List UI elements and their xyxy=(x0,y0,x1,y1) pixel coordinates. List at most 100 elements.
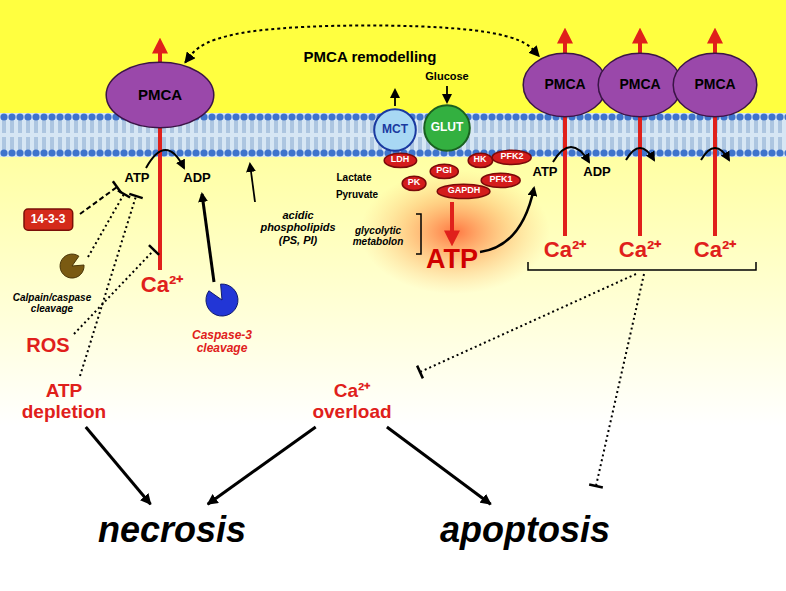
caspase-cleavage-arrow xyxy=(202,194,214,282)
ion-label: Ca²⁺ xyxy=(619,238,661,263)
enzyme-ellipse: LDH xyxy=(383,152,418,169)
node-text: PMCA xyxy=(544,77,585,92)
lipid-label: acidic phospholipids (PS, PI) xyxy=(257,209,339,246)
ellipse-outline xyxy=(374,109,416,151)
node-text: MCT xyxy=(382,123,408,136)
transporter-circle: GLUT xyxy=(423,104,471,152)
molecule-label: ATP xyxy=(532,165,557,180)
lactate-export-arrow xyxy=(394,90,396,106)
node-text: Ca²⁺ overload xyxy=(293,381,411,423)
ellipse-outline xyxy=(384,153,416,167)
calpain-protease-icon xyxy=(60,254,84,278)
pmca-pump: PMCA xyxy=(522,52,608,118)
molecule-label: ATP xyxy=(124,171,149,186)
inhibition-line xyxy=(80,187,117,214)
node-text: necrosis xyxy=(98,510,246,550)
node-text: 14-3-3 xyxy=(31,213,66,226)
node-text: LDH xyxy=(391,155,410,165)
ion-label: Ca²⁺ xyxy=(544,238,586,263)
node-text: PFK2 xyxy=(500,152,523,162)
ellipse-outline xyxy=(482,173,521,187)
outcome-arrow xyxy=(208,427,316,504)
ellipse-outline xyxy=(493,150,532,164)
inhibition-lines xyxy=(74,181,644,487)
outcome-cause: Ca²⁺ overload xyxy=(291,380,413,424)
illustration-part xyxy=(701,148,729,160)
metabolite-label: Pyruvate xyxy=(336,189,378,200)
ellipse-outline xyxy=(438,184,491,198)
inhibition-bar xyxy=(149,245,159,255)
inhibition-line xyxy=(80,196,136,376)
node-text: HK xyxy=(473,155,486,165)
inhibition-bar xyxy=(129,194,142,198)
ion-label: Ca²⁺ xyxy=(694,238,736,263)
ellipse-outline xyxy=(673,53,757,117)
illustration-part xyxy=(146,150,184,168)
complex-label: glycolytic metabolon xyxy=(343,225,413,247)
box-outline xyxy=(24,209,73,230)
inhibition-bar xyxy=(589,484,603,487)
ellipse-outline xyxy=(468,153,492,167)
node-text: PGI xyxy=(436,166,452,176)
metabolite-label: Glucose xyxy=(425,70,468,82)
molecule-label: ADP xyxy=(183,171,210,186)
pmca-pump: PMCA xyxy=(672,52,758,118)
phospholipid-arrow xyxy=(250,164,255,202)
inhibition-line xyxy=(596,274,644,486)
illustration-part xyxy=(626,148,654,160)
enzyme-ellipse: HK xyxy=(467,152,494,169)
ellipse-outline xyxy=(598,53,682,117)
node-text: PFK1 xyxy=(489,175,512,185)
node-text: PMCA xyxy=(694,77,735,92)
cell-death-outcome: necrosis xyxy=(96,509,248,551)
outcome-cause: ATP depletion xyxy=(3,380,125,424)
enzyme-ellipse: PFK1 xyxy=(480,172,521,189)
ellipse-outline xyxy=(523,53,607,117)
calcium-efflux-arrows xyxy=(160,34,715,270)
inhibition-line xyxy=(88,194,124,257)
protease-label: Caspase-3 cleavage xyxy=(180,329,264,356)
atp-pool-label: ATP xyxy=(426,244,478,274)
connector-label: PMCA remodelling xyxy=(301,49,440,66)
inhibition-bar xyxy=(118,191,130,198)
connectors xyxy=(86,25,539,504)
ellipse-outline xyxy=(106,62,214,128)
enzyme-ellipse: PFK2 xyxy=(491,149,532,166)
atp-production-arrow xyxy=(450,202,454,240)
node-text: GLUT xyxy=(431,121,464,134)
enzyme-ellipse: PK xyxy=(401,175,427,192)
node-text: GAPDH xyxy=(448,186,481,196)
calcium-bracket xyxy=(528,262,756,270)
ellipse-outline xyxy=(430,164,458,178)
illustration-part xyxy=(553,147,589,162)
node-text: apoptosis xyxy=(440,510,610,550)
ion-label: Ca²⁺ xyxy=(141,273,183,298)
outcome-arrow xyxy=(86,427,151,504)
metabolite-label: Lactate xyxy=(336,172,371,183)
ellipse-outline xyxy=(402,176,426,190)
molecule-label: ADP xyxy=(583,165,610,180)
pmca-pump: PMCA xyxy=(105,61,215,129)
cell-death-outcome: apoptosis xyxy=(438,509,612,551)
outcome-arrow xyxy=(387,427,491,504)
ros-label: ROS xyxy=(26,334,69,356)
atp-supply-arrow xyxy=(480,188,534,252)
glucose-import-arrow xyxy=(446,86,448,102)
caspase3-protease-icon xyxy=(206,284,238,316)
node-text: PK xyxy=(408,178,421,188)
inhibition-bar xyxy=(417,366,423,379)
inhibitor-box: 14-3-3 xyxy=(23,208,74,231)
inhibition-line xyxy=(420,274,636,372)
node-text: PMCA xyxy=(619,77,660,92)
pmca-pump: PMCA xyxy=(597,52,683,118)
transporter-circle: MCT xyxy=(373,108,417,152)
ellipse-outline xyxy=(424,105,470,151)
enzyme-ellipse: GAPDH xyxy=(436,183,491,200)
enzyme-ellipse: PGI xyxy=(429,163,459,180)
node-text: ATP depletion xyxy=(5,381,123,423)
protease-label: Calpain/caspase cleavage xyxy=(6,292,98,314)
node-text: PMCA xyxy=(138,87,182,104)
